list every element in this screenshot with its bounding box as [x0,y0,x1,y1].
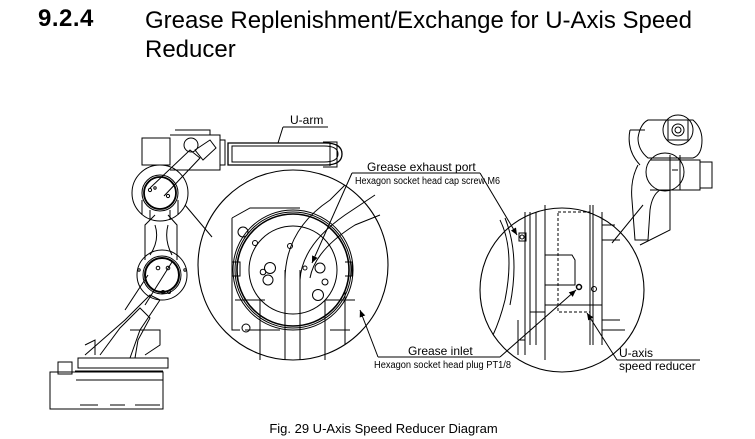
exhaust-port-label: Grease exhaust port [367,160,476,174]
u-axis-detail-view [197,169,389,361]
section-number: 9.2.4 [38,5,94,32]
figure-caption: Fig. 29 U-Axis Speed Reducer Diagram [269,421,498,436]
robot-top-view [611,114,713,246]
reducer-detail-view [479,205,645,373]
robot-side-view [49,129,343,410]
u-arm-label: U-arm [290,113,323,127]
grease-inlet-label: Grease inlet [408,344,473,358]
grease-inlet-detail: Hexagon socket head plug PT1/8 [374,360,511,371]
exhaust-port-detail: Hexagon socket head cap screw M6 [355,176,500,187]
reducer-label-line2: speed reducer [619,359,696,373]
reducer-label-line1: U-axis [619,346,653,360]
callout-leaders [277,126,700,361]
section-title: Grease Replenishment/Exchange for U-Axis… [145,7,692,63]
